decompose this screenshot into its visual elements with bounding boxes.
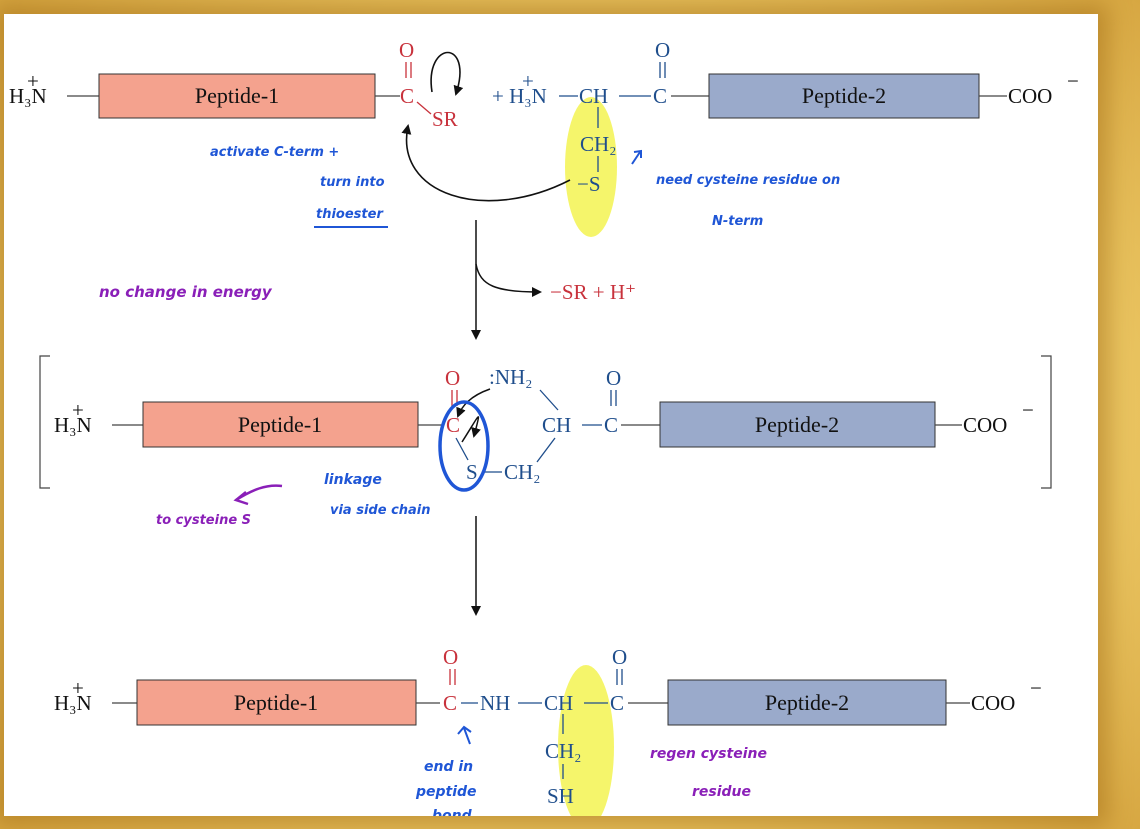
annot-end-in-1: end in — [424, 759, 473, 775]
annot-activate-1: activate C-term + — [210, 145, 339, 160]
row1-c-terminus: COO — [1008, 84, 1052, 108]
annot-end-arrow — [457, 725, 472, 745]
diagram-slide: H₃N + Peptide-1 O C SR + H₃N + CH C O CH… — [4, 14, 1098, 816]
row1-peptide1-label: Peptide-1 — [195, 83, 279, 108]
row3-peptide1-label: Peptide-1 — [234, 690, 318, 715]
annot-end-in-2: peptide — [415, 784, 477, 800]
row2-c-charge: − — [1022, 398, 1034, 422]
row1-thiolate: −S — [577, 172, 601, 196]
annot-need-cys-1: need cysteine residue on — [656, 173, 840, 188]
row1-amine-charge: + — [522, 69, 534, 93]
annot-end-in-3: bond — [432, 808, 473, 816]
annot-regen-2: residue — [692, 784, 751, 800]
row1-peptide1-box — [98, 73, 376, 119]
row2-carbonyl-c: C — [446, 413, 460, 437]
annot-activate-2: turn into — [320, 175, 385, 190]
row2-carbonyl-o: O — [445, 366, 460, 390]
row1-plus-amine: + H₃N — [492, 84, 547, 108]
row2-thioester-s: S — [466, 460, 478, 484]
row1-side-ch2: CH₂ — [580, 132, 617, 156]
row1-carbonyl-o: O — [399, 38, 414, 62]
row3-o2: O — [612, 645, 627, 669]
annot-activate-3: thioester — [316, 207, 384, 222]
row1-curved-arrow-attack — [401, 124, 571, 202]
row3-amide-nh: NH — [480, 691, 510, 715]
annot-need-arrow — [631, 149, 642, 165]
row3-n-terminus: H₃N — [54, 691, 92, 715]
row3-c-terminus: COO — [971, 691, 1015, 715]
row2-n-charge: + — [72, 398, 84, 422]
annot-need-cys-2: N-term — [712, 214, 763, 229]
row1-o2: O — [655, 38, 670, 62]
row3-peptide1-box — [136, 679, 417, 726]
row2-alpha-ch: CH — [542, 413, 571, 437]
byproduct-arrow — [475, 263, 542, 297]
row1-curved-arrow-leaving — [430, 51, 464, 96]
row3-n-charge: + — [72, 676, 84, 700]
row3-carbonyl-c: C — [443, 691, 457, 715]
row2-c-terminus: COO — [963, 413, 1007, 437]
row2-peptide1-label: Peptide-1 — [238, 412, 322, 437]
row1-carbonyl-c: C — [400, 84, 414, 108]
annot-purple-arrow — [235, 484, 283, 502]
row2-side-ch2: CH₂ — [504, 460, 541, 484]
annot-linkage-2: via side chain — [330, 503, 431, 518]
row1-peptide2-label: Peptide-2 — [802, 83, 886, 108]
row2-peptide2-box — [659, 401, 936, 448]
row3-carbonyl-o: O — [443, 645, 458, 669]
row2-o2: O — [606, 366, 621, 390]
row3-peptide2-label: Peptide-2 — [765, 690, 849, 715]
annot-regen-1: regen cysteine — [650, 746, 767, 762]
row1-peptide2-box — [708, 73, 980, 119]
annot-to-cysteine: to cysteine S — [156, 513, 251, 528]
row3-c2: C — [610, 691, 624, 715]
left-bracket — [39, 355, 50, 489]
row1-alpha-ch: CH — [579, 84, 608, 108]
linkage-circle — [438, 400, 490, 492]
row1-sr-group: SR — [432, 107, 458, 131]
byproduct-text: −SR + H⁺ — [550, 280, 636, 304]
row2-n-terminus: H₃N — [54, 413, 92, 437]
row1-n-terminus: H₃N — [9, 84, 47, 108]
right-bracket — [1041, 355, 1052, 489]
row1-c2: C — [653, 84, 667, 108]
row3-thiol-sh: SH — [547, 784, 574, 808]
row3-peptide2-box — [667, 679, 947, 726]
row3-alpha-ch: CH — [544, 691, 573, 715]
cysteine-highlight-top — [565, 97, 617, 237]
row2-peptide2-label: Peptide-2 — [755, 412, 839, 437]
row3-side-ch2: CH₂ — [545, 739, 582, 763]
row2-peptide1-box — [142, 401, 419, 448]
row2-c2: C — [604, 413, 618, 437]
row2-loop-arrow — [461, 416, 481, 443]
row1-c-charge: − — [1067, 69, 1079, 93]
annot-no-change: no change in energy — [99, 283, 273, 301]
native-chemical-ligation-diagram: H₃N + Peptide-1 O C SR + H₃N + CH C O CH… — [9, 38, 1079, 816]
annot-linkage-1: linkage — [324, 472, 382, 488]
row2-amine: :NH₂ — [489, 365, 533, 389]
row3-c-charge: − — [1030, 676, 1042, 700]
row1-n-charge: + — [27, 69, 39, 93]
